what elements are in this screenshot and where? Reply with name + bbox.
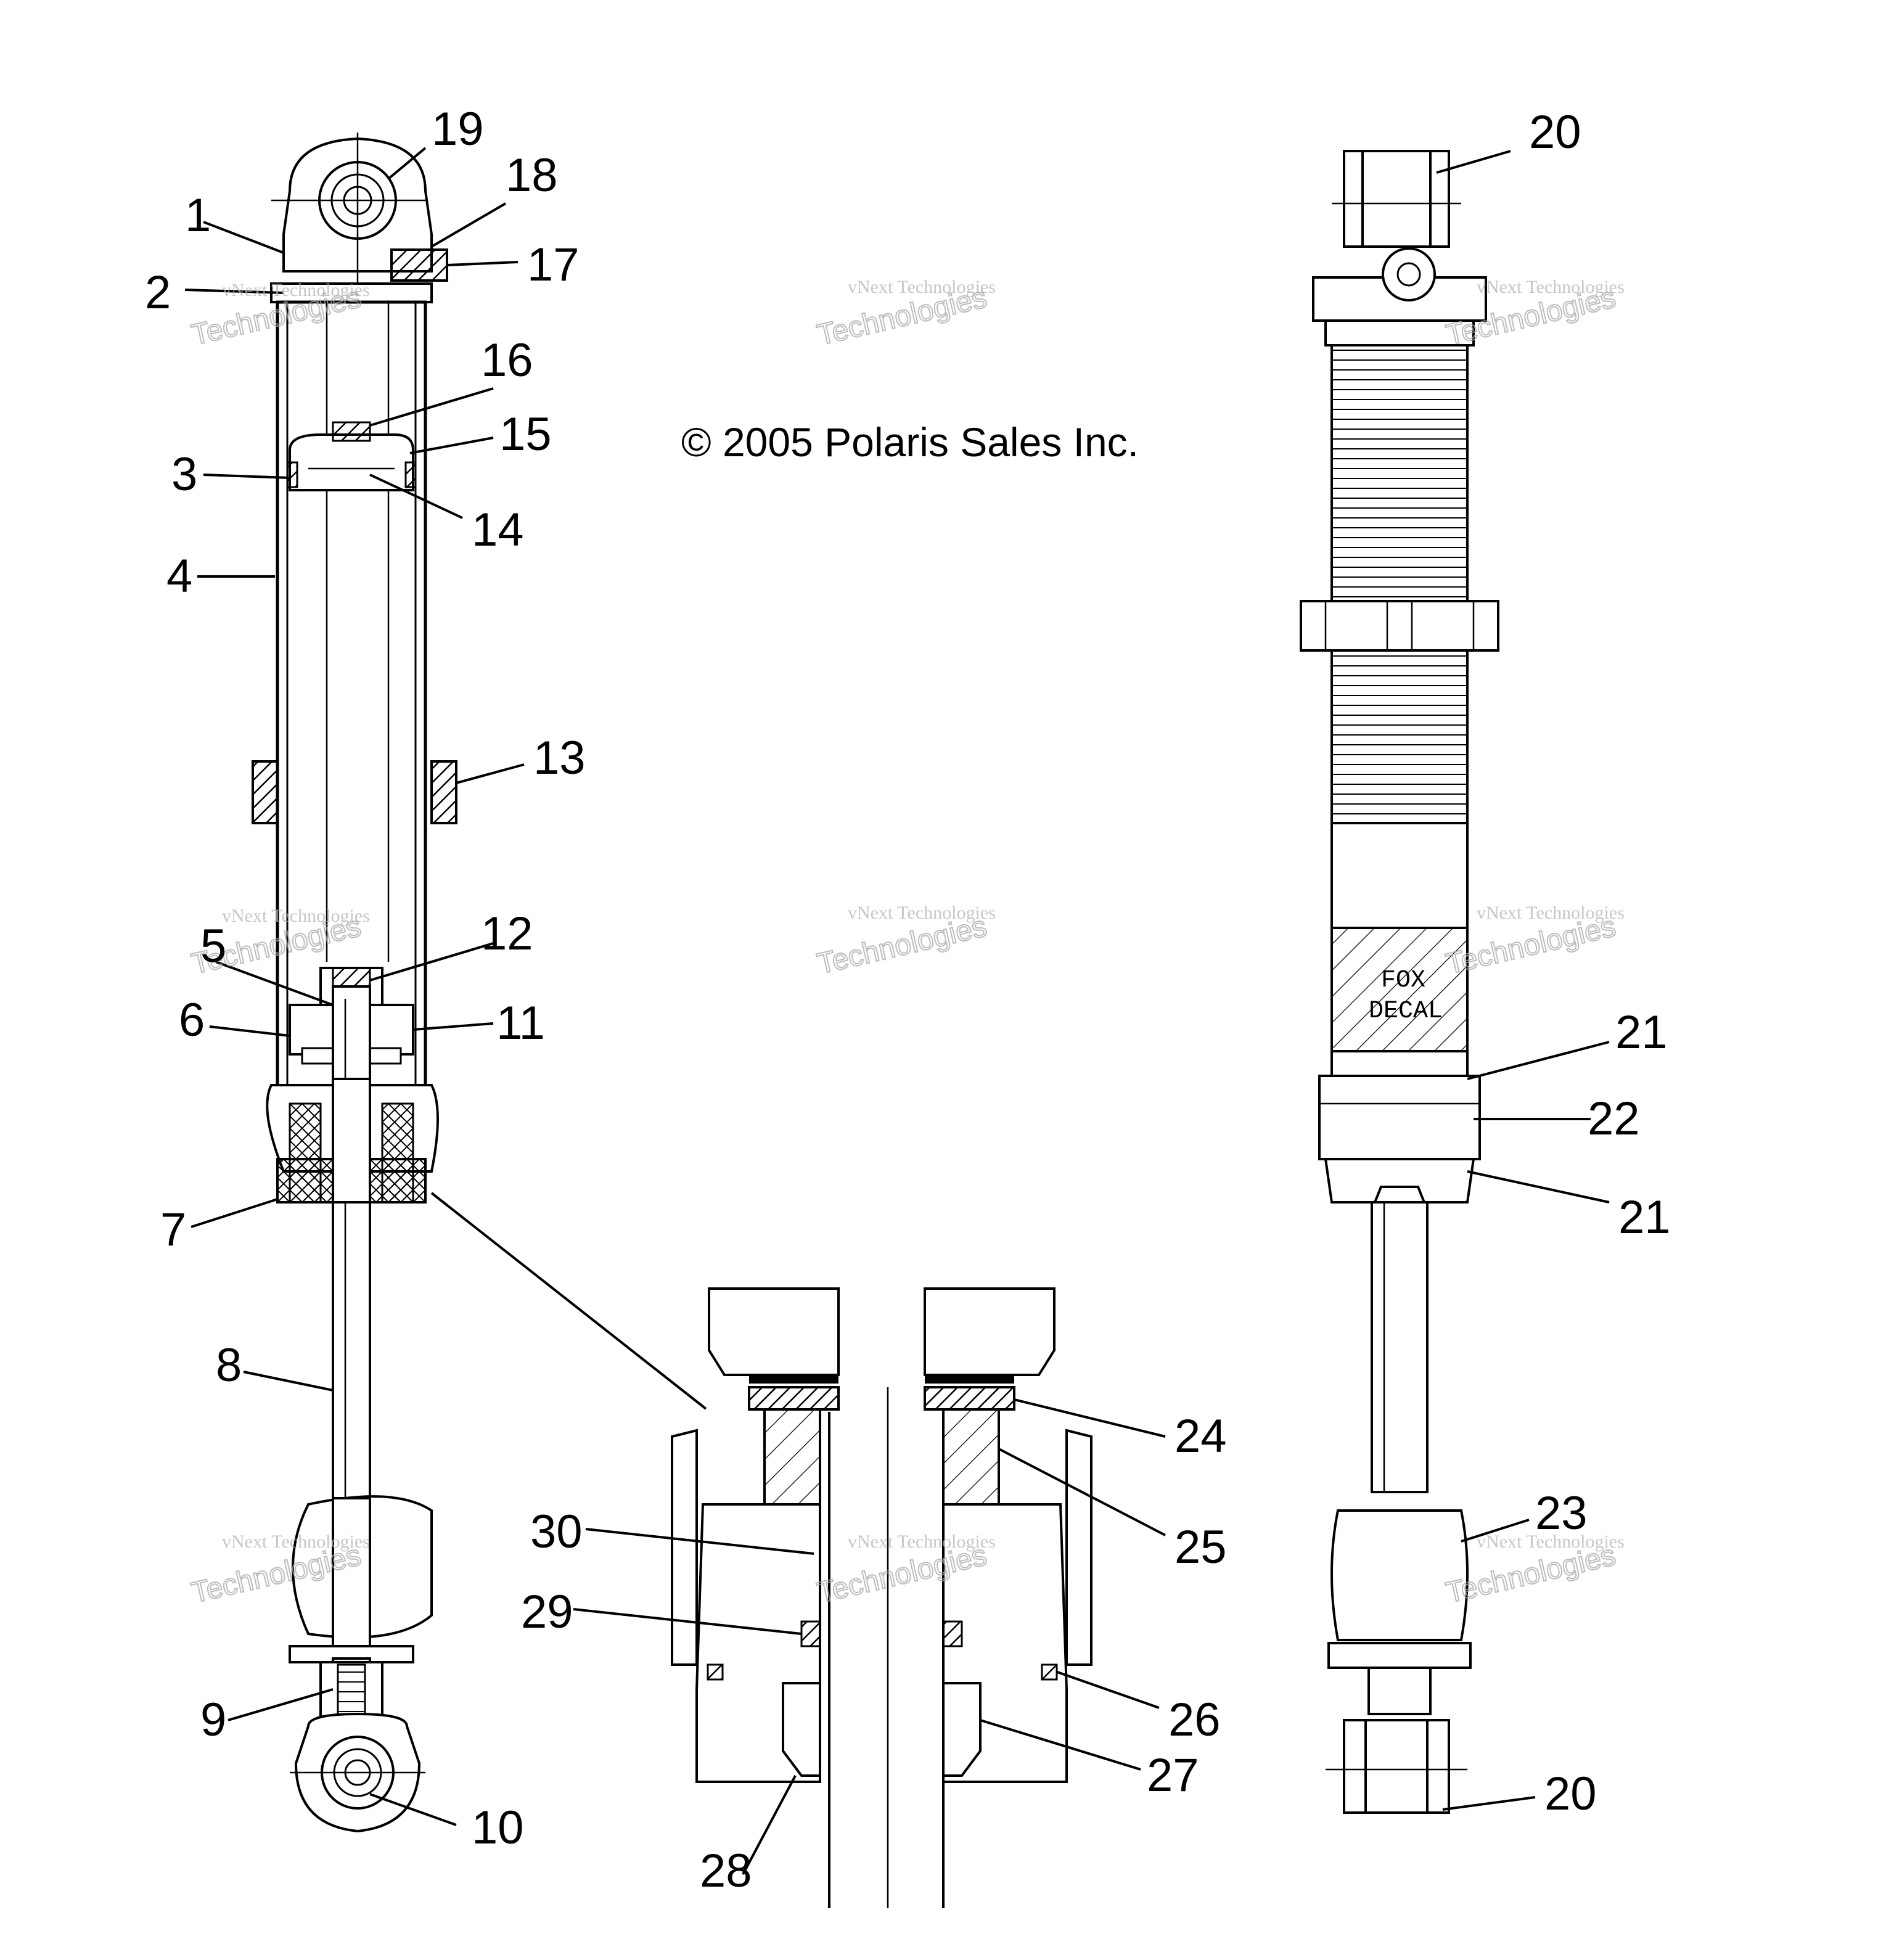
detail-leader-lines — [573, 1398, 1166, 1875]
callout-labels: 1 2 3 4 5 6 7 8 9 10 11 12 13 14 15 16 1… — [145, 103, 1671, 1897]
callout-27: 27 — [1147, 1749, 1199, 1802]
watermark-text: vNext Technologies — [1477, 903, 1625, 923]
callout-15: 15 — [499, 408, 552, 461]
callout-17: 17 — [527, 239, 580, 291]
callout-3: 3 — [171, 448, 197, 501]
callout-5: 5 — [200, 920, 226, 972]
left-leader-lines — [184, 147, 707, 1826]
watermark-text: vNext Technologies — [848, 277, 996, 297]
callout-21-bottom: 21 — [1618, 1191, 1671, 1244]
callout-6: 6 — [179, 994, 205, 1046]
callout-16: 16 — [481, 334, 533, 387]
copyright-text: © 2005 Polaris Sales Inc. — [681, 419, 1139, 465]
callout-28: 28 — [700, 1845, 752, 1897]
callout-30: 30 — [530, 1506, 583, 1558]
decal-text-line2: DECAL — [1369, 998, 1443, 1025]
callout-18: 18 — [506, 149, 558, 202]
watermark-text: vNext Technologies — [222, 1532, 370, 1552]
seal-detail-view — [671, 1287, 1093, 1908]
callout-21-top: 21 — [1615, 1006, 1668, 1059]
callout-9: 9 — [200, 1694, 226, 1746]
callout-4: 4 — [166, 550, 192, 602]
callout-19: 19 — [432, 103, 484, 155]
watermark-text: vNext Technologies — [848, 1532, 996, 1552]
callout-20-bottom: 20 — [1544, 1768, 1597, 1820]
shock-exterior-view — [1300, 150, 1499, 1814]
callout-8: 8 — [216, 1339, 242, 1392]
callout-29: 29 — [521, 1586, 573, 1638]
callout-13: 13 — [533, 732, 586, 784]
watermark-text: vNext Technologies — [222, 906, 370, 926]
callout-10: 10 — [472, 1802, 524, 1854]
callout-12: 12 — [481, 908, 533, 960]
watermark-text: vNext Technologies — [1477, 277, 1625, 297]
callout-20-top: 20 — [1529, 106, 1581, 158]
shock-section-view — [252, 133, 457, 1833]
callout-23: 23 — [1535, 1487, 1588, 1540]
callout-26: 26 — [1168, 1694, 1221, 1746]
watermark-text: vNext Technologies — [222, 280, 370, 300]
callout-24: 24 — [1175, 1410, 1227, 1462]
callout-14: 14 — [472, 504, 524, 556]
callout-1: 1 — [185, 189, 211, 242]
decal-text-line1: FOX — [1381, 967, 1425, 994]
callout-2: 2 — [145, 266, 171, 319]
watermark-text: vNext Technologies — [848, 903, 996, 923]
right-leader-lines — [1436, 150, 1610, 1811]
callout-11: 11 — [496, 997, 545, 1049]
callout-25: 25 — [1175, 1521, 1227, 1573]
watermark-text: vNext Technologies — [1477, 1532, 1625, 1552]
callout-7: 7 — [160, 1203, 186, 1256]
callout-22: 22 — [1588, 1093, 1640, 1145]
